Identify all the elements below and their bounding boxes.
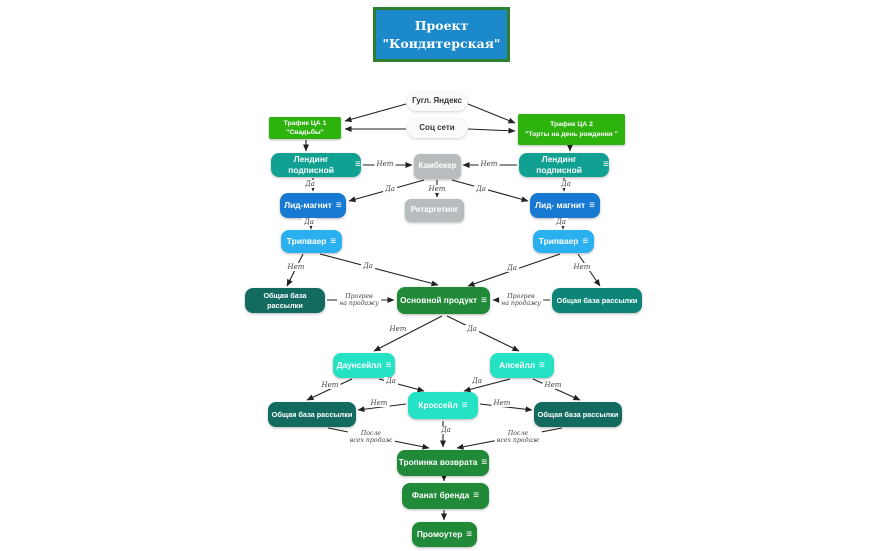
edge-line bbox=[373, 315, 443, 352]
edge-line bbox=[344, 103, 407, 123]
node-landing-left[interactable]: Лендинг подписной ≡ bbox=[271, 153, 361, 177]
edge-label: Нет bbox=[374, 159, 396, 169]
menu-icon[interactable]: ≡ bbox=[466, 528, 473, 540]
edge-label: Да bbox=[554, 217, 568, 227]
node-base-low-right[interactable]: Общая база рассылки bbox=[534, 402, 622, 427]
node-label: Даунсейлл bbox=[336, 359, 382, 370]
node-label: Фанат бренда bbox=[411, 490, 470, 501]
node-landing-right[interactable]: Лендинг подписной ≡ bbox=[519, 153, 609, 177]
node-kambeker[interactable]: Камбекер bbox=[414, 154, 461, 179]
node-tropinka-vozvrata[interactable]: Тропинка возврата≡ bbox=[397, 450, 489, 476]
edge-label: Нет bbox=[491, 398, 513, 408]
node-label: Общая база рассылки bbox=[271, 409, 353, 419]
node-label: Лендинг подписной bbox=[536, 153, 582, 175]
edge-label: Да bbox=[465, 324, 479, 334]
edge-label: Да bbox=[470, 376, 484, 386]
node-label: Лид-магнит bbox=[284, 199, 332, 210]
edge-label: Да bbox=[559, 179, 573, 189]
node-label: Лид- магнит bbox=[535, 199, 586, 210]
edge-line bbox=[446, 315, 520, 352]
menu-icon[interactable]: ≡ bbox=[461, 399, 468, 411]
edge-line bbox=[532, 378, 581, 401]
node-label: Трипваер bbox=[538, 235, 579, 246]
edge-line bbox=[467, 127, 516, 134]
menu-icon[interactable]: ≡ bbox=[473, 490, 480, 501]
menu-icon[interactable]: ≡ bbox=[330, 235, 337, 247]
edge-label: После всех продаж bbox=[347, 429, 395, 445]
node-traffic-ca1[interactable]: Трафик ЦА 1 "Свадьбы" bbox=[269, 117, 341, 139]
node-label: Камбекер bbox=[418, 161, 457, 171]
project-title-line1: Проект bbox=[414, 18, 469, 33]
project-title-line2: "Кондитерская" bbox=[382, 36, 501, 51]
node-label: Общая база рассылки bbox=[556, 295, 638, 305]
edge-label: Прогрев на продажу bbox=[337, 292, 381, 308]
menu-icon[interactable]: ≡ bbox=[335, 199, 342, 211]
edge-label: После всех продаж bbox=[494, 429, 542, 445]
node-tripwire-left[interactable]: Трипваер≡ bbox=[281, 230, 342, 253]
menu-icon[interactable]: ≡ bbox=[385, 359, 392, 371]
edge-line bbox=[319, 253, 439, 287]
edge-label: Да bbox=[439, 425, 453, 435]
node-soc-seti[interactable]: Соц сети bbox=[407, 119, 467, 138]
edge-line bbox=[467, 103, 516, 124]
node-label: Общая база рассылки bbox=[537, 409, 619, 419]
node-label: Кроссейл bbox=[418, 399, 458, 410]
edge-label: Нет bbox=[478, 159, 500, 169]
menu-icon[interactable]: ≡ bbox=[582, 235, 589, 247]
node-label: Трипваер bbox=[286, 235, 327, 246]
node-label: Промоутер bbox=[416, 528, 463, 539]
edge-label: Нет bbox=[387, 324, 409, 334]
edge-label: Нет bbox=[285, 262, 307, 272]
edge-label: Нет bbox=[368, 398, 390, 408]
node-lead-magnet-left[interactable]: Лид-магнит≡ bbox=[280, 193, 346, 218]
edge-label: Прогрев на продажу bbox=[499, 292, 543, 308]
node-fanat-brenda[interactable]: Фанат бренда≡ bbox=[402, 483, 489, 509]
edge-label: Да bbox=[383, 184, 397, 194]
edge-label: Нет bbox=[426, 184, 448, 194]
node-label: Тропинка возврата bbox=[398, 457, 478, 468]
node-label: Основной продукт bbox=[400, 294, 478, 305]
node-base-mid-right[interactable]: Общая база рассылки bbox=[552, 288, 642, 313]
node-label: Лендинг подписной bbox=[288, 153, 334, 175]
node-upsell[interactable]: Апсейлл≡ bbox=[490, 353, 554, 378]
edge-label: Нет bbox=[319, 380, 341, 390]
node-label: Трафик ЦА 1 "Свадьбы" bbox=[283, 119, 327, 136]
edge-label: Да bbox=[303, 179, 317, 189]
node-promouter[interactable]: Промоутер≡ bbox=[412, 522, 477, 547]
node-crosssell[interactable]: Кроссейл≡ bbox=[408, 392, 478, 419]
node-label: Апсейлл bbox=[499, 359, 536, 370]
menu-icon[interactable]: ≡ bbox=[603, 159, 609, 170]
project-title-box[interactable]: Проект "Кондитерская" bbox=[373, 7, 510, 62]
node-downsell[interactable]: Даунсейлл≡ bbox=[333, 353, 395, 378]
node-tripwire-right[interactable]: Трипваер≡ bbox=[533, 230, 594, 253]
node-lead-magnet-right[interactable]: Лид- магнит≡ bbox=[530, 193, 600, 218]
node-traffic-ca2[interactable]: Трафик ЦА 2 "Торты на день рождения " bbox=[518, 114, 625, 145]
node-base-low-left[interactable]: Общая база рассылки bbox=[268, 402, 356, 427]
node-retargeting[interactable]: Ретаргетинг bbox=[405, 199, 464, 222]
node-label: Соц сети bbox=[419, 123, 455, 133]
menu-icon[interactable]: ≡ bbox=[481, 457, 488, 468]
node-base-mid-left[interactable]: Общая база рассылки bbox=[245, 288, 325, 313]
edge-label: Да bbox=[302, 217, 316, 227]
edge-label: Да bbox=[384, 376, 398, 386]
edge-label: Нет bbox=[571, 262, 593, 272]
node-google-yandex[interactable]: Гугл. Яндекс bbox=[407, 92, 467, 111]
edge-label: Да bbox=[505, 263, 519, 273]
menu-icon[interactable]: ≡ bbox=[589, 199, 595, 211]
edge-line bbox=[451, 179, 529, 203]
node-main-product[interactable]: Основной продукт≡ bbox=[397, 287, 490, 314]
menu-icon[interactable]: ≡ bbox=[539, 359, 545, 371]
node-label: Ретаргетинг bbox=[410, 205, 459, 215]
edge-label: Да bbox=[361, 261, 375, 271]
edge-line bbox=[463, 378, 511, 393]
edge-label: Да bbox=[474, 184, 488, 194]
node-label: Гугл. Яндекс bbox=[412, 96, 462, 106]
edge-label: Нет bbox=[542, 380, 564, 390]
node-label: Общая база рассылки bbox=[263, 290, 307, 310]
edge-line bbox=[306, 378, 353, 401]
menu-icon[interactable]: ≡ bbox=[481, 294, 487, 306]
node-label: Трафик ЦА 2 "Торты на день рождения " bbox=[525, 121, 618, 138]
menu-icon[interactable]: ≡ bbox=[355, 159, 361, 170]
